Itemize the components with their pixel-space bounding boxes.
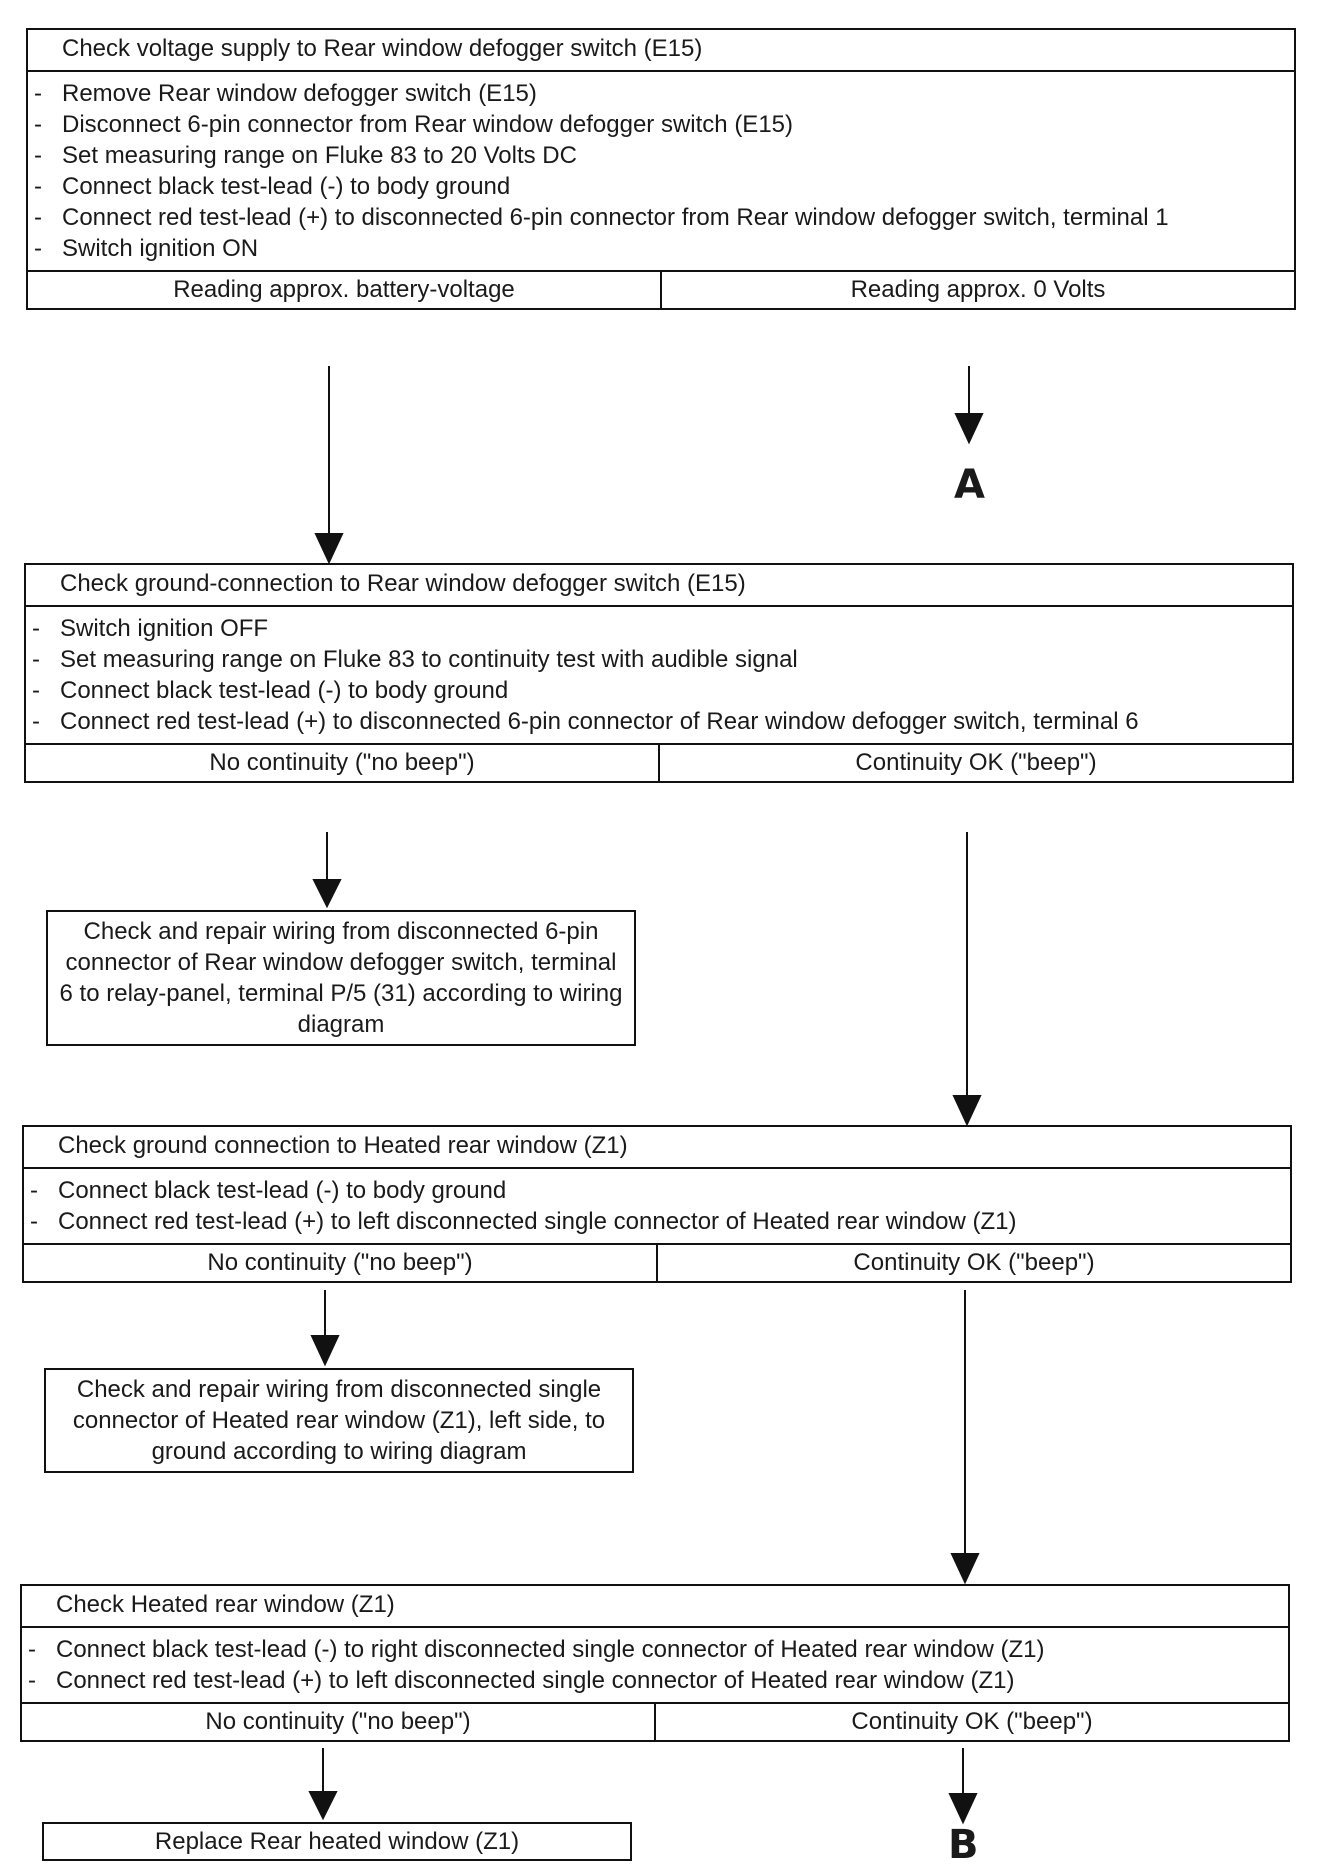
check-switch-ground-block: Check ground-connection to Rear window d… (24, 563, 1294, 783)
step-item: -Switch ignition OFF (32, 615, 269, 642)
step-item: -Set measuring range on Fluke 83 to cont… (32, 646, 798, 673)
step-item: -Remove Rear window defogger switch (E15… (34, 80, 537, 107)
step-item: -Connect red test-lead (+) to left disco… (28, 1667, 1015, 1694)
arrowhead (314, 533, 344, 565)
block-title: Check Heated rear window (Z1) (22, 1586, 1288, 1628)
step-item: -Connect red test-lead (+) to disconnect… (34, 204, 1169, 231)
step-item: -Connect black test-lead (-) to right di… (28, 1636, 1045, 1663)
check-window-ground-block: Check ground connection to Heated rear w… (22, 1125, 1292, 1283)
step-item: -Switch ignition ON (34, 235, 259, 262)
step-list: -Remove Rear window defogger switch (E15… (28, 72, 1294, 270)
repair-switch-ground-action: Check and repair wiring from disconnecte… (46, 910, 636, 1046)
step-item: -Connect black test-lead (-) to body gro… (34, 173, 511, 200)
replace-window-action: Replace Rear heated window (Z1) (42, 1822, 632, 1861)
arrowhead (308, 1791, 338, 1821)
outcome-left: Reading approx. battery-voltage (173, 276, 515, 303)
outcome-left: No continuity ("no beep") (207, 1249, 473, 1276)
step-list: -Connect black test-lead (-) to body gro… (24, 1169, 1290, 1243)
repair-window-ground-action: Check and repair wiring from disconnecte… (44, 1368, 634, 1473)
outcome-row: Reading approx. battery-voltage Reading … (28, 270, 1294, 308)
step-item: -Connect black test-lead (-) to body gro… (32, 677, 509, 704)
outcome-row: No continuity ("no beep") Continuity OK … (26, 743, 1292, 781)
block-title: Check voltage supply to Rear window defo… (28, 30, 1294, 72)
step-list: -Connect black test-lead (-) to right di… (22, 1628, 1288, 1702)
step-item: -Connect red test-lead (+) to left disco… (30, 1208, 1017, 1235)
connector-label-b: B (948, 1822, 979, 1868)
check-heated-window-block: Check Heated rear window (Z1) -Connect b… (20, 1584, 1290, 1742)
outcome-right: Continuity OK ("beep") (658, 745, 1292, 781)
arrowhead (310, 1335, 340, 1367)
block-title: Check ground-connection to Rear window d… (26, 565, 1292, 607)
arrowhead (952, 1095, 982, 1127)
arrowhead (954, 413, 984, 445)
step-list: -Switch ignition OFF -Set measuring rang… (26, 607, 1292, 743)
step-item: -Connect red test-lead (+) to disconnect… (32, 708, 1139, 735)
arrowhead (950, 1553, 980, 1585)
connector-label-a: A (954, 462, 985, 508)
check-voltage-supply-block: Check voltage supply to Rear window defo… (26, 28, 1296, 310)
block-title: Check ground connection to Heated rear w… (24, 1127, 1290, 1169)
step-item: -Set measuring range on Fluke 83 to 20 V… (34, 142, 577, 169)
arrowhead (948, 1793, 978, 1825)
outcome-row: No continuity ("no beep") Continuity OK … (24, 1243, 1290, 1281)
outcome-row: No continuity ("no beep") Continuity OK … (22, 1702, 1288, 1740)
step-item: -Disconnect 6-pin connector from Rear wi… (34, 111, 794, 138)
outcome-right: Continuity OK ("beep") (654, 1704, 1288, 1740)
outcome-right: Continuity OK ("beep") (656, 1245, 1290, 1281)
arrowhead (312, 879, 342, 909)
outcome-left: No continuity ("no beep") (205, 1708, 471, 1735)
outcome-left: No continuity ("no beep") (209, 749, 475, 776)
outcome-right: Reading approx. 0 Volts (660, 272, 1294, 308)
step-item: -Connect black test-lead (-) to body gro… (30, 1177, 507, 1204)
